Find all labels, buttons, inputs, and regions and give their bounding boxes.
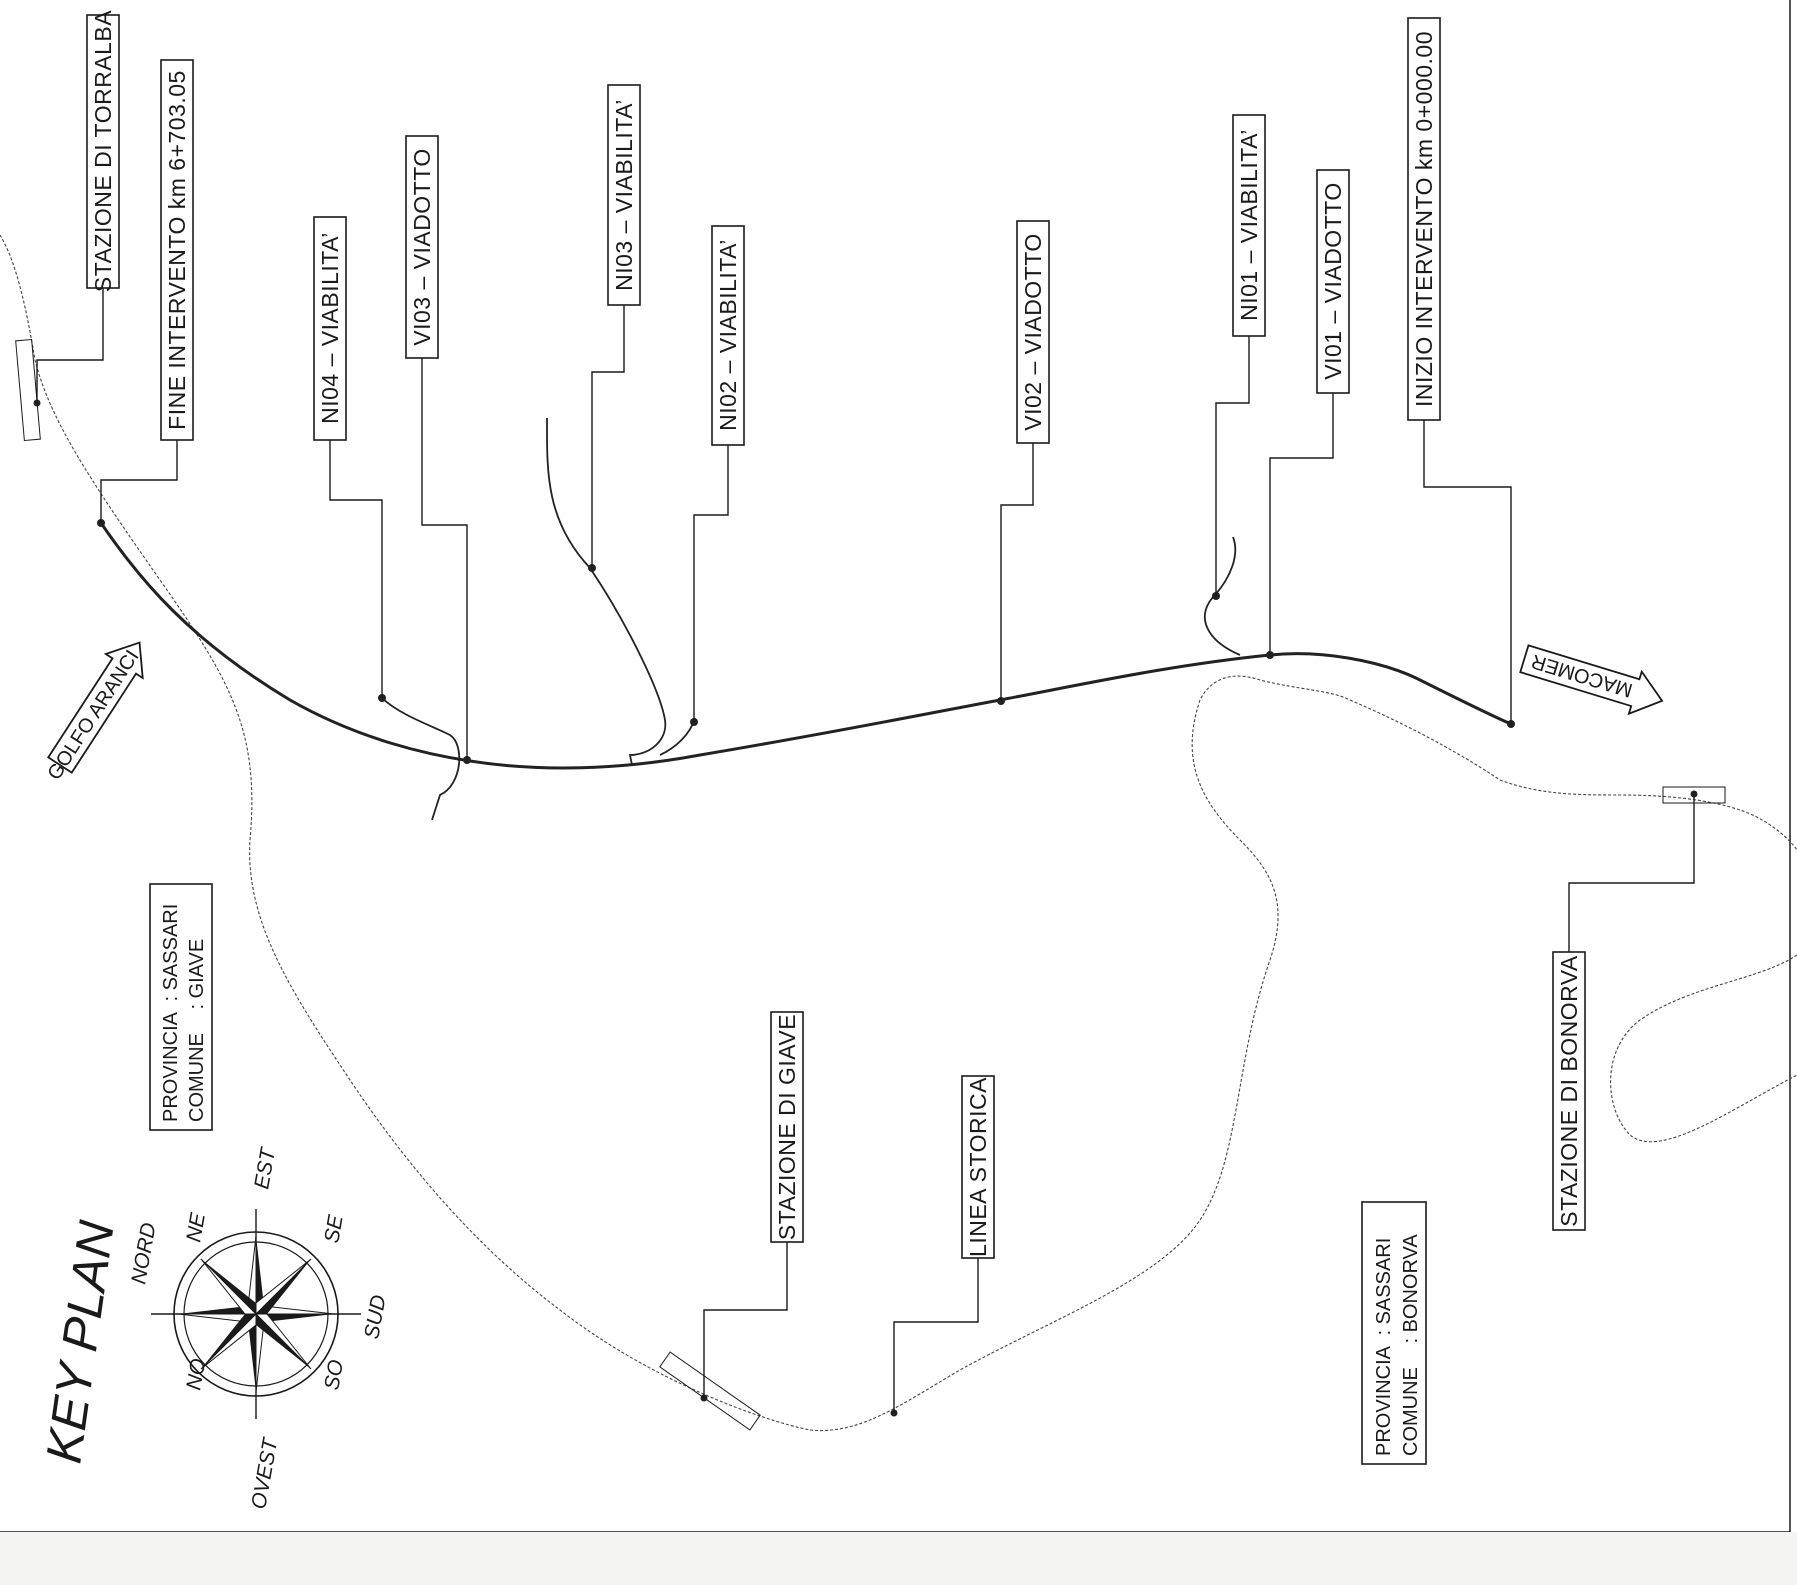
- compass-so: SO: [320, 1358, 348, 1392]
- label-stazione-bonorva: STAZIONE DI BONORVA: [1552, 951, 1586, 1231]
- leader-torralba: [36, 288, 104, 403]
- leader-fine-intervento: [100, 440, 178, 523]
- historic-line-west: [0, 234, 1351, 1432]
- svg-text:COMUNE : GIAVE: COMUNE : GIAVE: [186, 939, 208, 1122]
- leader-ni03: [591, 305, 625, 568]
- label-vi03: VI03 – VIADOTTO: [405, 135, 439, 359]
- compass-se: SE: [320, 1212, 348, 1245]
- direction-arrow-golfo-aranci: GOLFO ARANCI: [43, 641, 144, 784]
- compass-ne: NE: [182, 1210, 210, 1244]
- historic-line-east: [1349, 699, 1797, 851]
- leader-vi01: [1269, 393, 1334, 655]
- svg-text:VI01 – VIADOTTO: VI01 – VIADOTTO: [1320, 182, 1346, 380]
- compass-rose: [151, 1209, 361, 1419]
- compass-sud: SUD: [360, 1293, 390, 1341]
- direction-arrow-macomer: MACOMER: [1519, 644, 1664, 716]
- leader-ni01: [1215, 336, 1250, 596]
- label-vi02: VI02 – VIADOTTO: [1016, 220, 1050, 444]
- svg-text:LINEA STORICA: LINEA STORICA: [965, 1077, 991, 1257]
- label-stazione-torralba: STAZIONE DI TORRALBA: [86, 10, 120, 292]
- road-ni04: [381, 697, 461, 821]
- svg-text:GOLFO ARANCI: GOLFO ARANCI: [43, 646, 143, 784]
- label-ni02: NI02 – VIABILITA’: [711, 225, 745, 446]
- leader-giave: [703, 1242, 788, 1398]
- label-ni03: NI03 – VIABILITA’: [607, 84, 641, 306]
- leader-vi02: [1000, 443, 1034, 701]
- leader-inizio-intervento: [1423, 420, 1512, 724]
- station-box-giave: [659, 1351, 761, 1431]
- svg-text:COMUNE : BONORVA: COMUNE : BONORVA: [1400, 1234, 1422, 1456]
- road-ni01: [1204, 536, 1241, 656]
- road-ni03: [546, 417, 667, 766]
- svg-text:PROVINCIA : SASSARI: PROVINCIA : SASSARI: [1373, 1238, 1395, 1456]
- compass-est: EST: [250, 1145, 280, 1191]
- svg-text:STAZIONE DI TORRALBA: STAZIONE DI TORRALBA: [90, 10, 116, 292]
- leader-ni04: [329, 440, 383, 698]
- arrow-icon: [47, 641, 144, 774]
- svg-text:PROVINCIA : SASSARI: PROVINCIA : SASSARI: [160, 904, 182, 1122]
- label-ni04: NI04 – VIABILITA’: [313, 216, 347, 441]
- compass-star-icon: [177, 1235, 335, 1393]
- admin-box-bonorva: PROVINCIA : SASSARI COMUNE : BONORVA: [1361, 1201, 1427, 1465]
- svg-text:STAZIONE DI GIAVE: STAZIONE DI GIAVE: [774, 1014, 800, 1240]
- station-box-torralba: [15, 338, 41, 442]
- label-vi01: VI01 – VIADOTTO: [1316, 169, 1350, 394]
- svg-text:NI03 – VIABILITA’: NI03 – VIABILITA’: [611, 99, 637, 291]
- arrow-icon: [1519, 644, 1664, 716]
- new-track-alignment: [99, 522, 1512, 770]
- leader-linea-storica: [893, 1258, 979, 1413]
- svg-text:NI02 – VIABILITA’: NI02 – VIABILITA’: [715, 239, 741, 431]
- admin-box-giave: PROVINCIA : SASSARI COMUNE : GIAVE: [149, 883, 213, 1131]
- svg-text:STAZIONE DI BONORVA: STAZIONE DI BONORVA: [1556, 955, 1582, 1227]
- label-fine-intervento: FINE INTERVENTO km 6+703.05: [160, 59, 194, 441]
- leader-vi03: [421, 358, 468, 760]
- leader-ni02: [693, 445, 729, 722]
- label-linea-storica: LINEA STORICA: [961, 1075, 995, 1259]
- svg-text:VI02 – VIADOTTO: VI02 – VIADOTTO: [1020, 233, 1046, 431]
- svg-text:INIZIO INTERVENTO km 0+000.00: INIZIO INTERVENTO km 0+000.00: [1411, 31, 1437, 407]
- key-plan-title: KEY PLAN: [35, 1217, 124, 1467]
- label-inizio-intervento: INIZIO INTERVENTO km 0+000.00: [1407, 17, 1441, 421]
- svg-text:MACOMER: MACOMER: [1529, 650, 1635, 702]
- svg-text:NI01 – VIABILITA’: NI01 – VIABILITA’: [1236, 129, 1262, 321]
- svg-text:NI04 – VIABILITA’: NI04 – VIABILITA’: [317, 232, 343, 424]
- svg-text:VI03 – VIADOTTO: VI03 – VIADOTTO: [409, 148, 435, 346]
- historic-line-bonorva-loop: [1610, 954, 1797, 1143]
- leader-bonorva: [1568, 794, 1695, 952]
- compass-ovest: OVEST: [247, 1435, 282, 1511]
- label-stazione-giave: STAZIONE DI GIAVE: [770, 1011, 804, 1243]
- label-ni01: NI01 – VIABILITA’: [1232, 114, 1266, 337]
- compass-nord: NORD: [127, 1221, 160, 1286]
- compass-no: NO: [182, 1357, 210, 1392]
- svg-text:FINE INTERVENTO km 6+703.05: FINE INTERVENTO km 6+703.05: [164, 70, 190, 430]
- scan-margin: [0, 1532, 1797, 1585]
